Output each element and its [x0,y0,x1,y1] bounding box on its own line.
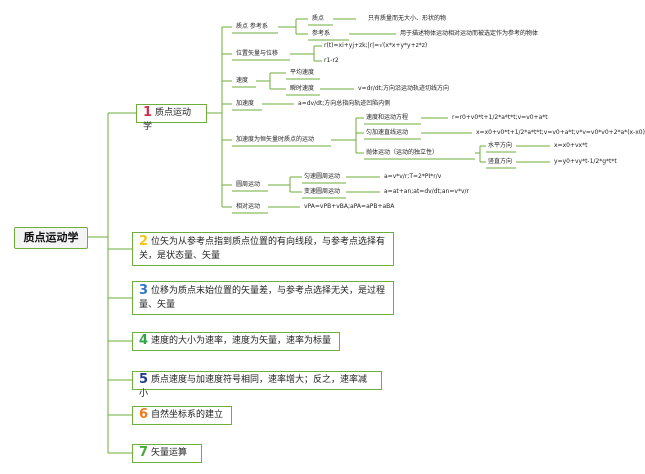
branch-1-text: 质点运动学 [143,108,192,132]
node-projectile: 抛体运动（运动的独立性） [366,149,439,156]
node-acceleration-def: a=dv/dt;方向总指向轨迹凹陷内侧 [298,100,391,107]
branch-4-number: 4 [139,333,149,348]
node-position-formula-1: r(t)=xi+yj+zk;|r|=√(x*x+y*y+z*z) [324,42,428,49]
branch-1-number: 1 [143,105,153,120]
branch-6-number: 6 [139,407,149,422]
node-variable-circular: 变速圆周运动 [304,188,341,195]
node-particle-frame: 质点 参考系 [236,23,268,30]
node-frame-def: 用于描述物体运动相对运动而被选定作为参考的物体 [400,30,539,37]
node-velocity: 速度 [236,77,249,84]
branch-2-number: 2 [139,234,149,249]
branch-7-text: 矢量运算 [151,448,188,458]
node-uniform-circular-formula: a=v*v/r;T=2*PI*r/v [384,173,442,180]
branch-4-text: 速度的大小为速率，速度为矢量，速率为标量 [151,336,332,346]
node-velocity-equation: 速度和运动方程 [366,114,409,121]
node-vertical-formula: y=y0+vy*t-1/2*g*t*t [554,158,617,165]
branch-3-text: 位移为质点末始位置的矢量差，与参考点选择无关，是过程量、矢量 [139,286,386,310]
branch-6-text: 自然坐标系的建立 [151,410,224,420]
node-particle: 质点 [312,15,325,22]
branch-7-number: 7 [139,445,149,460]
root-node: 质点运动学 [14,227,88,249]
node-instant-velocity-def: v=dr/dt;方向沿运动轨迹切线方向 [358,85,450,92]
node-uniform-circular: 匀速圆周运动 [304,173,341,180]
node-vertical: 竖直方向 [488,158,513,165]
branch-5-number: 5 [139,372,149,387]
node-average-velocity: 平均速度 [290,69,315,76]
node-acceleration: 加速度 [236,100,255,107]
node-position-formula-2: r1-r2 [324,57,339,64]
node-horizontal-formula: x=x0+vx*t [554,142,588,149]
node-constant-acceleration: 加速度为恒矢量时质点的运动 [236,136,315,143]
node-particle-def: 只有质量而无大小、形状的物 [368,15,447,22]
node-frame: 参考系 [312,30,331,37]
branch-5-text: 质点速度与加速度符号相同，速率增大；反之，速率减小 [139,375,368,399]
node-instant-velocity: 瞬时速度 [290,85,315,92]
node-uniform-linear: 匀加速直线运动 [366,129,409,136]
node-circular: 圆周运动 [236,181,261,188]
branch-2-text: 位矢为从参考点指到质点位置的有向线段，与参考点选择有关，是状态量、矢量 [139,237,386,261]
node-relative-motion: 相对运动 [236,203,261,210]
node-position-vector: 位置矢量与位移 [236,50,279,57]
node-uniform-linear-formula: x=x0+v0*t+1/2*a*t*t;v=v0+a*t;v*v=v0*v0+2… [476,129,645,136]
branch-3-number: 3 [139,283,149,298]
node-velocity-equation-formula: r=r0+v0*t+1/2*a*t*t;v=v0+a*t [452,114,548,121]
node-variable-circular-formula: a=at+an;at=dv/dt;an=v*v/r [384,188,469,195]
node-relative-motion-formula: vPA=vPB+vBA;aPA=aPB+aBA [304,203,395,210]
node-horizontal: 水平方向 [488,142,513,149]
